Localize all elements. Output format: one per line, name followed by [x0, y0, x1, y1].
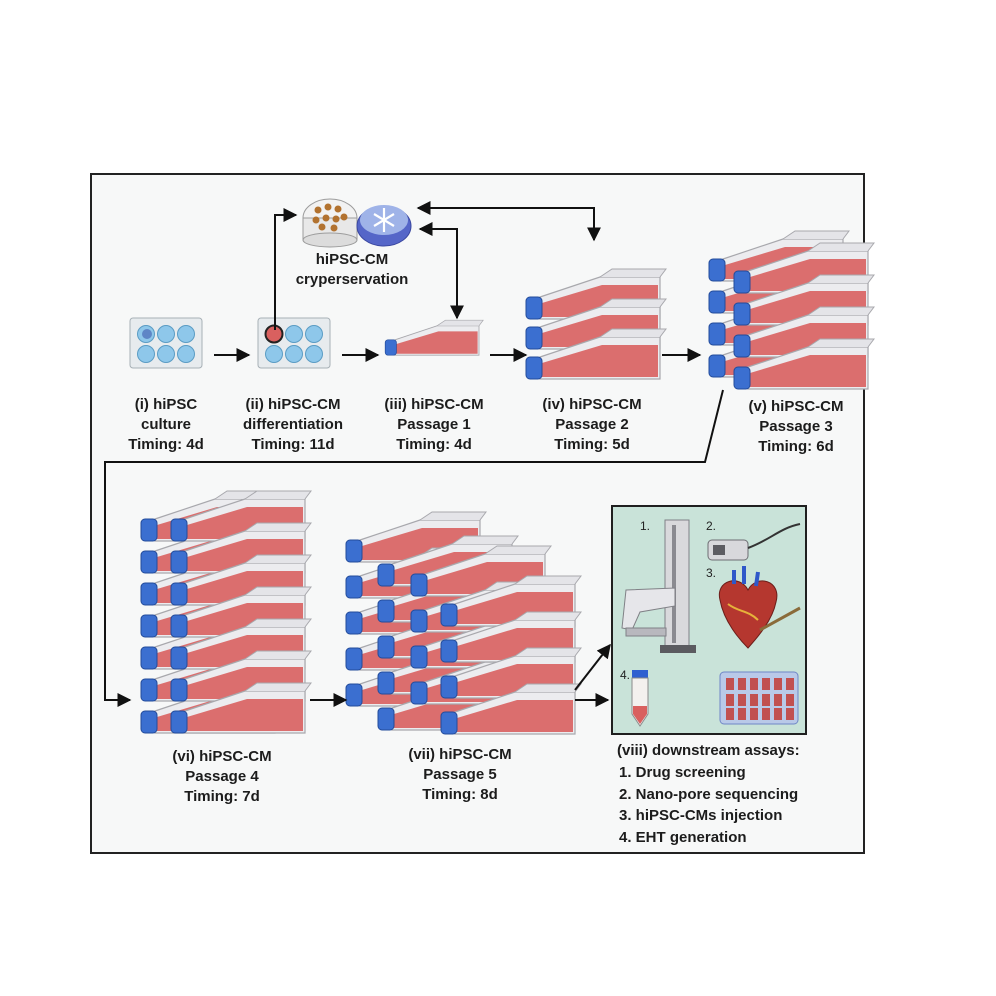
eht-plate-icon — [719, 671, 799, 725]
flasks-passage-3 — [708, 230, 875, 390]
panel-number-2: 2. — [706, 519, 717, 533]
flasks-passage-5 — [345, 511, 582, 735]
panel-number-1: 1. — [640, 519, 651, 533]
nanopore-sequencer-icon — [707, 523, 801, 561]
panel-number-3: 3. — [706, 566, 717, 580]
assay-item: 1. Drug screening — [619, 764, 746, 781]
flasks-passage-4 — [140, 490, 312, 734]
falcon-tube-icon — [631, 670, 649, 727]
flask-passage-1 — [384, 319, 484, 356]
six-well-plate-differentiation — [257, 317, 331, 369]
cryo-label: hiPSC-CM cryperservation — [295, 251, 409, 288]
six-well-plate-culture — [129, 317, 203, 369]
assay-item: 4. EHT generation — [619, 828, 747, 846]
cryo-vial-box-icon — [302, 198, 358, 248]
flasks-passage-2 — [525, 268, 667, 380]
assay-item: 3. hiPSC-CMs injection — [619, 807, 783, 824]
snowflake-icon — [356, 205, 412, 247]
panel-number-4: 4. — [620, 668, 631, 682]
heart-injection-icon — [718, 566, 801, 649]
assays-list: 1. Drug screening 2. Nano-pore sequencin… — [619, 762, 798, 848]
assay-item: 2. Nano-pore sequencing — [619, 785, 799, 803]
flow-arrows — [104, 201, 724, 707]
assays-title: (viii) downstream assays: — [617, 742, 800, 759]
robot-arm-icon — [621, 519, 696, 653]
